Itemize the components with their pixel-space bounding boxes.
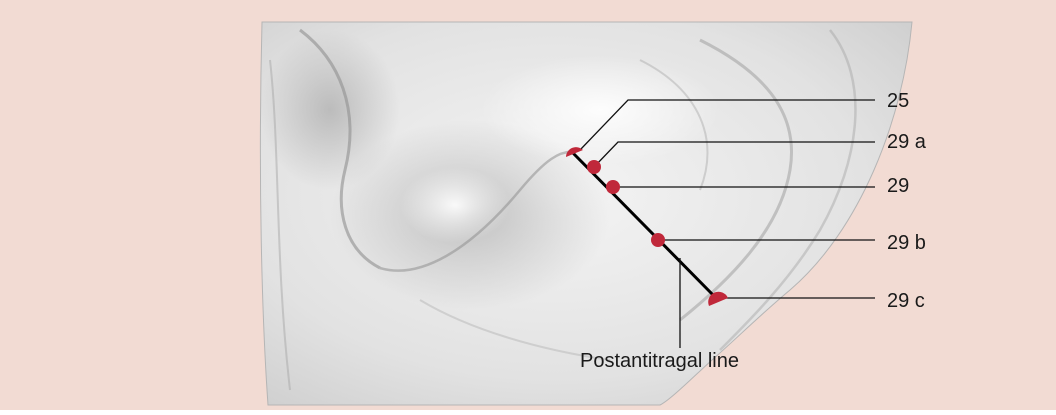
label-29b: 29 b xyxy=(887,233,926,253)
label-29c: 29 c xyxy=(887,291,925,311)
label-29a: 29 a xyxy=(887,132,926,152)
label-25: 25 xyxy=(887,91,909,111)
marker-29b xyxy=(651,233,665,247)
label-postantitragal-line: Postantitragal line xyxy=(580,351,739,371)
marker-29 xyxy=(606,180,620,194)
label-29: 29 xyxy=(887,176,909,196)
marker-29a xyxy=(587,160,601,174)
